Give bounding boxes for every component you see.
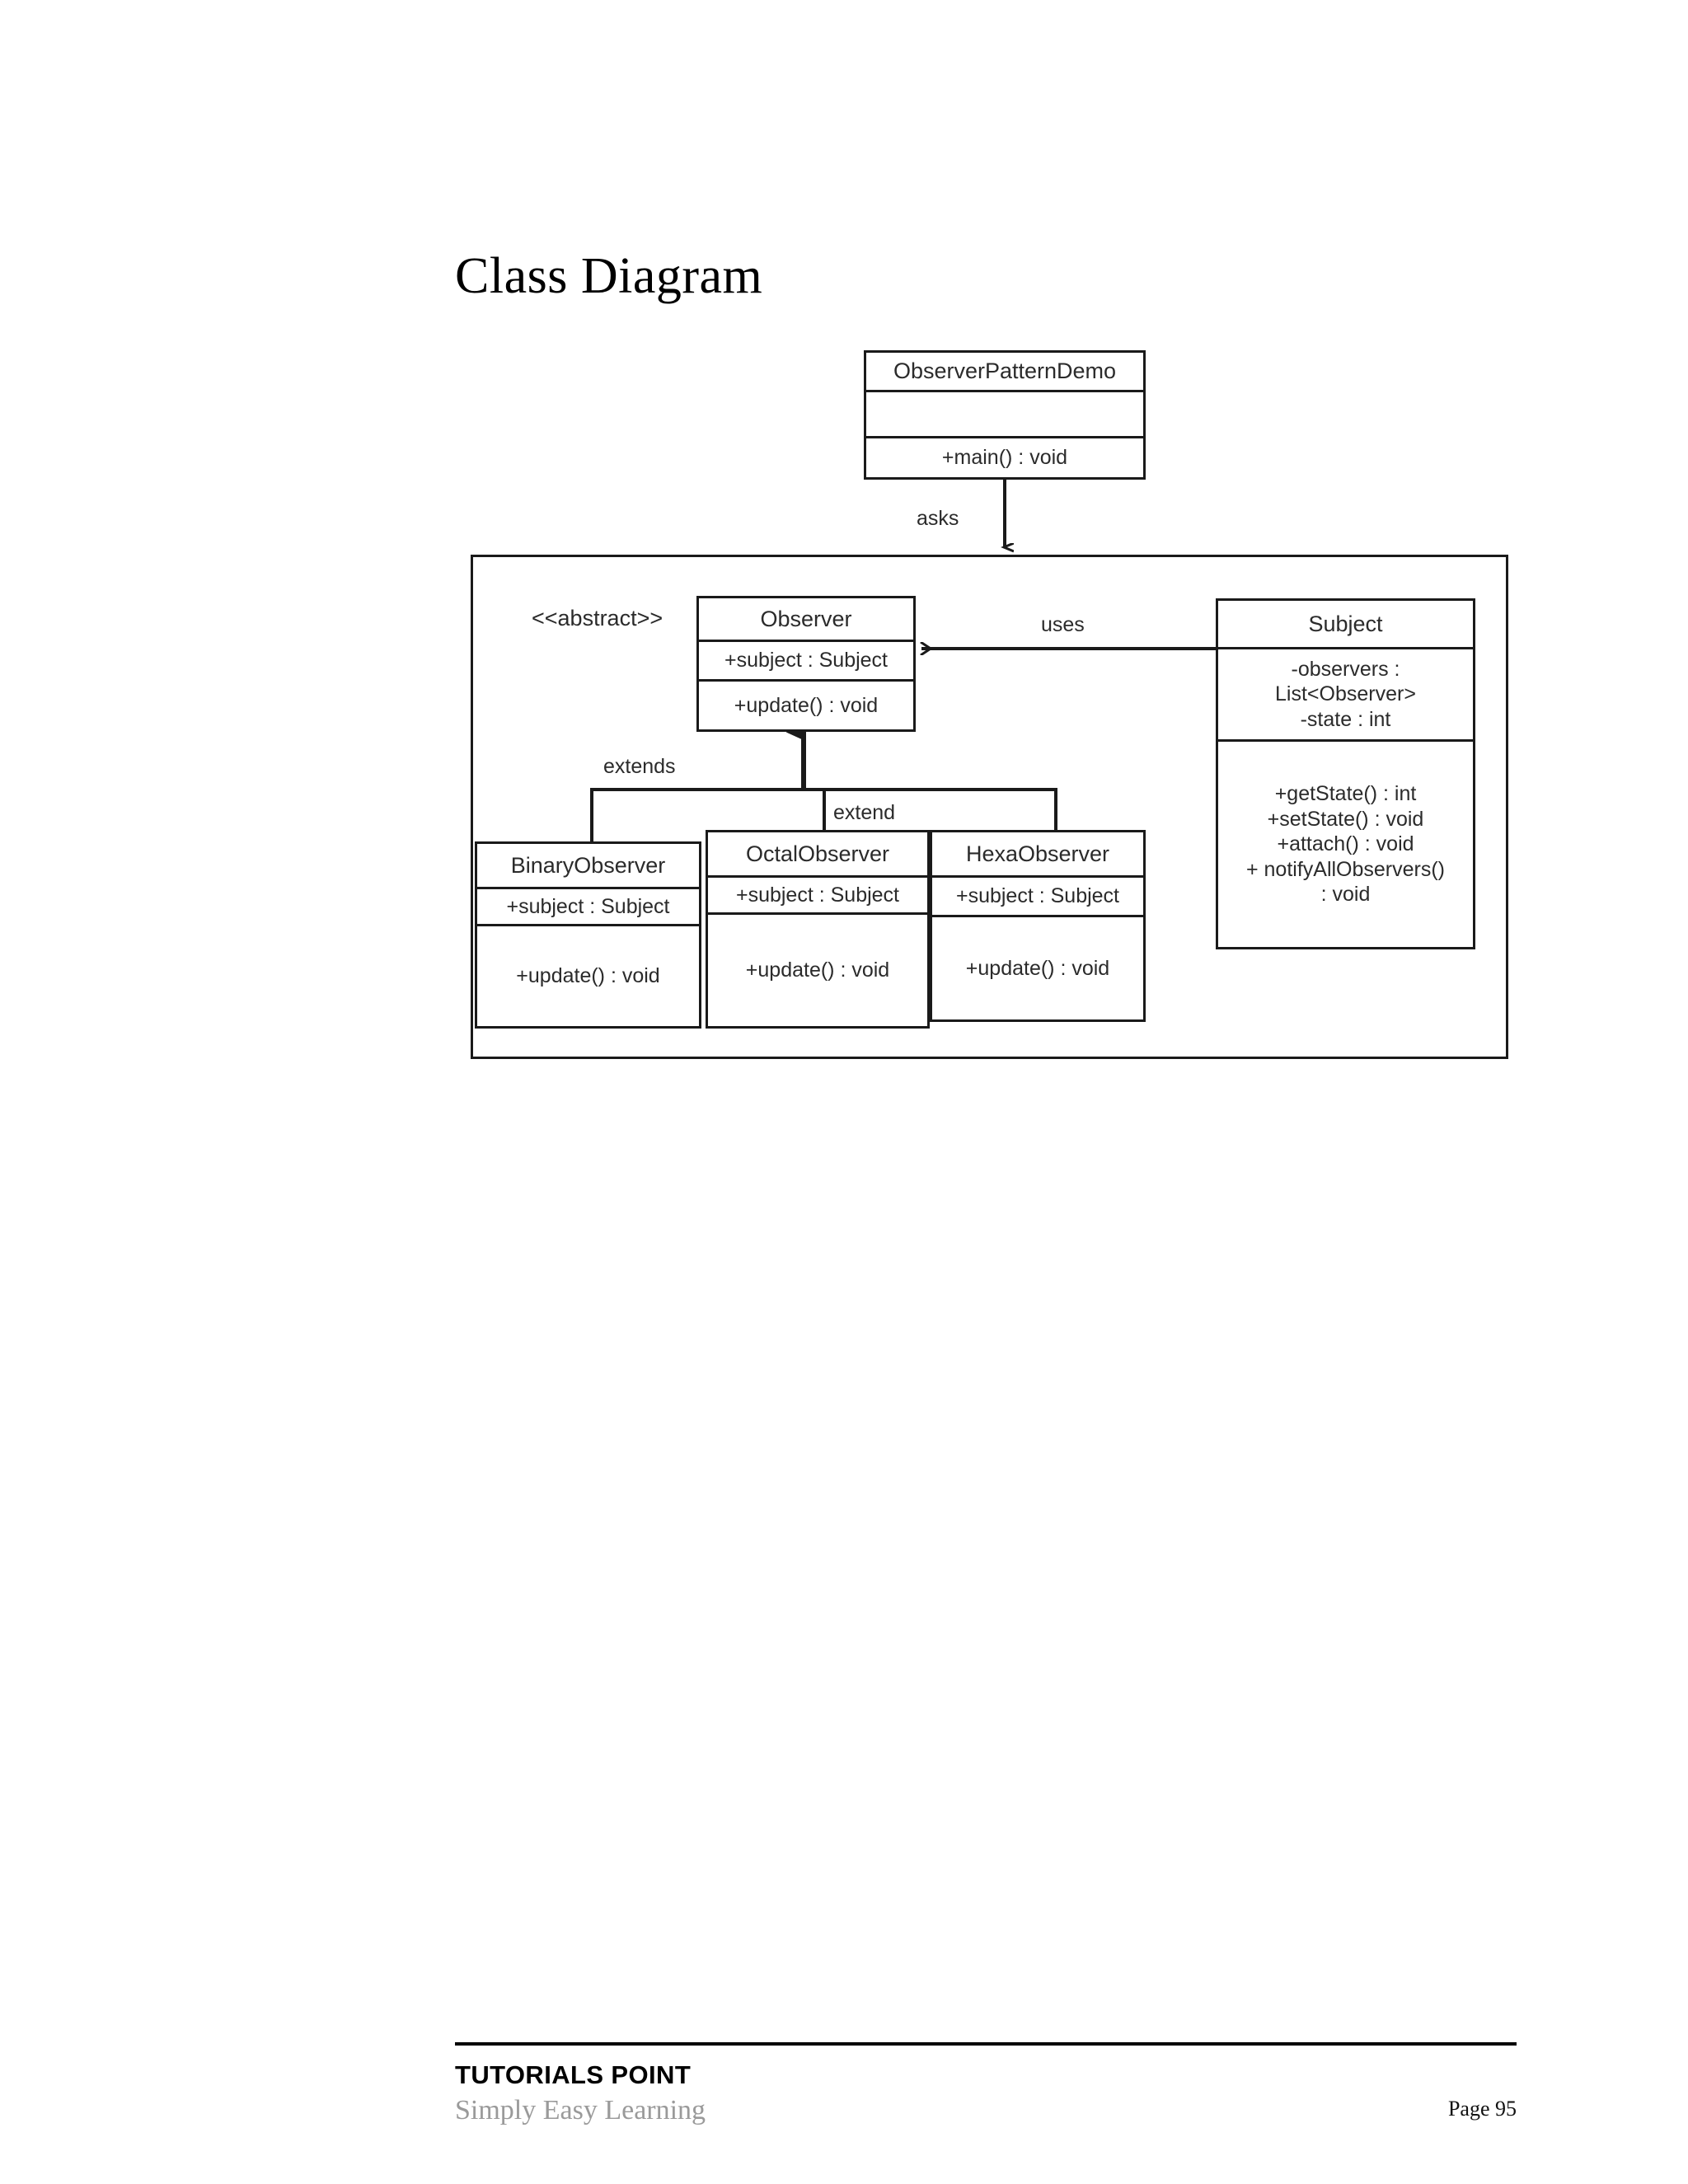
edge-label-extend: extend <box>829 801 900 825</box>
class-method-octalobserver-update: +update() : void <box>708 912 927 1026</box>
class-box-binaryobserver[interactable]: BinaryObserver +subject : Subject +updat… <box>475 841 701 1029</box>
class-method-observer-update: +update() : void <box>699 679 913 729</box>
attribute-observers-type: List<Observer> <box>1275 682 1416 706</box>
method-notifyallobservers-return: : void <box>1320 883 1371 907</box>
attribute-observers: -observers : <box>1291 657 1400 681</box>
method-setstate: +setState() : void <box>1267 807 1424 831</box>
class-name-observerpatterndemo: ObserverPatternDemo <box>893 359 1117 384</box>
class-name-binaryobserver: BinaryObserver <box>510 852 666 878</box>
class-box-observer[interactable]: Observer +subject : Subject +update() : … <box>696 596 916 732</box>
class-attributes-subject: -observers : List<Observer> -state : int <box>1218 647 1473 739</box>
class-attribute-observer-subject: +subject : Subject <box>699 640 913 679</box>
page-footer: TUTORIALS POINT Simply Easy Learning Pag… <box>455 2042 1517 2126</box>
class-box-octalobserver[interactable]: OctalObserver +subject : Subject +update… <box>706 830 930 1029</box>
edge-label-uses: uses <box>1037 613 1089 637</box>
class-methods-subject: +getState() : int +setState() : void +at… <box>1218 739 1473 947</box>
uml-class-diagram: ObserverPatternDemo +main() : void <<abs… <box>471 350 1508 1059</box>
class-box-observerpatterndemo[interactable]: ObserverPatternDemo +main() : void <box>864 350 1146 480</box>
class-method-binaryobserver-update: +update() : void <box>477 924 699 1026</box>
class-method-main: +main() : void <box>866 436 1143 477</box>
edge-label-extends: extends <box>599 755 680 779</box>
class-name-observer: Observer <box>760 606 852 631</box>
edge-label-asks: asks <box>912 507 964 531</box>
footer-page-number: Page 95 <box>1447 2097 1517 2121</box>
class-name-octalobserver: OctalObserver <box>745 841 890 866</box>
method-getstate: +getState() : int <box>1274 782 1417 806</box>
class-name-subject: Subject <box>1308 611 1383 636</box>
method-notifyallobservers: + notifyAllObservers() <box>1245 857 1446 881</box>
page-title: Class Diagram <box>455 248 763 304</box>
footer-divider <box>455 2042 1517 2046</box>
class-box-hexaobserver[interactable]: HexaObserver +subject : Subject +update(… <box>930 830 1146 1022</box>
package-frame <box>471 555 1508 1059</box>
class-name-hexaobserver: HexaObserver <box>965 841 1110 866</box>
class-method-hexaobserver-update: +update() : void <box>932 915 1143 1019</box>
stereotype-abstract-label: <<abstract>> <box>532 606 663 630</box>
class-attribute-hexaobserver-subject: +subject : Subject <box>932 875 1143 915</box>
footer-tagline: Simply Easy Learning <box>455 2095 706 2125</box>
method-attach: +attach() : void <box>1277 832 1414 856</box>
class-box-subject[interactable]: Subject -observers : List<Observer> -sta… <box>1216 598 1475 949</box>
class-attributes-observerpatterndemo <box>866 390 1143 436</box>
attribute-state: -state : int <box>1300 707 1391 731</box>
footer-brand: TUTORIALS POINT <box>455 2060 692 2089</box>
class-attribute-octalobserver-subject: +subject : Subject <box>708 875 927 912</box>
class-attribute-binaryobserver-subject: +subject : Subject <box>477 887 699 924</box>
